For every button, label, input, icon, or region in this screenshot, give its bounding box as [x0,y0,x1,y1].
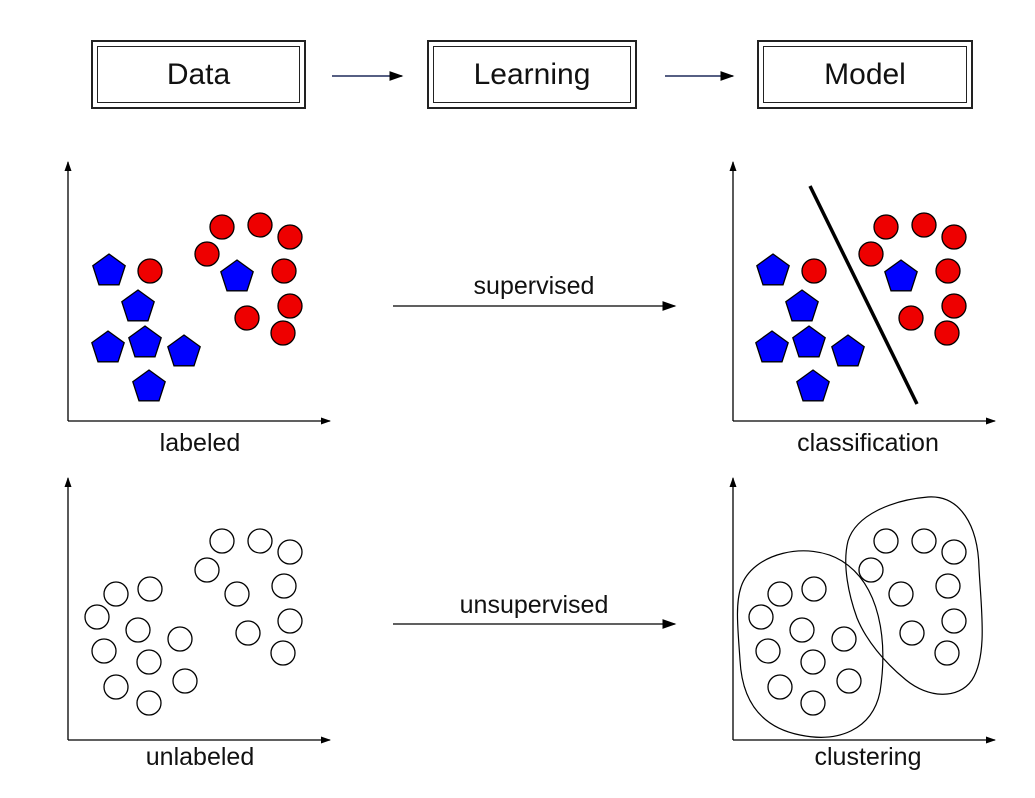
classified-blue-pentagon [755,330,789,363]
clustered-circle [767,674,793,700]
data-step-label: Data [97,46,300,103]
unlabeled-circle [103,581,129,607]
unlabeled-circle [136,690,162,716]
unlabeled-circle [125,617,151,643]
unlabeled-circle [247,528,273,554]
classification-caption: classification [797,429,939,457]
labeled-red-circle [247,212,273,238]
unlabeled-circle [277,608,303,634]
clustered-circle [755,638,781,664]
labeled-red-circle [137,258,163,284]
unlabeled-circle [172,668,198,694]
unlabeled-circle [224,581,250,607]
classified-red-circle [941,293,967,319]
classified-red-circle [935,258,961,284]
labeled-red-circle [194,241,220,267]
labeled-blue-pentagon [132,369,166,402]
unlabeled-circle [209,528,235,554]
clustered-circle [800,690,826,716]
labeled-blue-pentagon [128,325,162,358]
classified-blue-pentagon [792,325,826,358]
unlabeled-caption: unlabeled [145,743,255,771]
clustered-circle [748,604,774,630]
unlabeled-circle [167,626,193,652]
labeled-axes [64,161,331,425]
clustered-circle [831,626,857,652]
classified-red-circle [858,241,884,267]
unlabeled-circle [84,604,110,630]
learning-step-box: Learning [427,40,637,109]
classified-blue-pentagon [831,334,865,367]
classified-blue-pentagon [796,369,830,402]
labeled-blue-pentagon [92,253,126,286]
clustered-circle [873,528,899,554]
clustering-caption: clustering [814,743,922,771]
unlabeled-circle [137,576,163,602]
unlabeled-circle [91,638,117,664]
classified-red-circle [801,258,827,284]
clustered-circle [934,640,960,666]
labeled-blue-pentagon [121,289,155,322]
classified-blue-pentagon [756,253,790,286]
clustered-circle [899,620,925,646]
labeled-red-circle [234,305,260,331]
clustered-circle [858,557,884,583]
unlabeled-circle [103,674,129,700]
clustered-circle [836,668,862,694]
unsupervised-label: unsupervised [459,591,609,619]
classified-blue-pentagon [884,259,918,292]
clustered-circle [911,528,937,554]
labeled-blue-pentagon [167,334,201,367]
model-step-label: Model [763,46,967,103]
learning-step-label: Learning [433,46,631,103]
data-step-box: Data [91,40,306,109]
clustered-circle [800,649,826,675]
model-step-box: Model [757,40,973,109]
classified-red-circle [898,305,924,331]
unlabeled-circle [271,573,297,599]
clustered-circle [767,581,793,607]
clustered-circle [941,608,967,634]
clustering-axes [729,477,996,744]
unlabeled-circle [277,539,303,565]
classified-red-circle [873,214,899,240]
unlabeled-circle [136,649,162,675]
labeled-red-circle [277,293,303,319]
unlabeled-axes [64,477,331,744]
classification-axes [729,161,996,425]
unlabeled-circle [194,557,220,583]
clustered-circle [801,576,827,602]
labeled-caption: labeled [159,429,241,457]
classified-red-circle [941,224,967,250]
labeled-blue-pentagon [220,259,254,292]
classified-blue-pentagon [785,289,819,322]
classified-red-circle [911,212,937,238]
unlabeled-circle [270,640,296,666]
clustered-circle [941,539,967,565]
unlabeled-circle [235,620,261,646]
clustered-circle [888,581,914,607]
labeled-red-circle [270,320,296,346]
classified-red-circle [934,320,960,346]
labeled-red-circle [277,224,303,250]
decision-boundary [808,185,919,405]
labeled-red-circle [271,258,297,284]
cluster-outline-right [845,496,983,695]
labeled-red-circle [209,214,235,240]
labeled-blue-pentagon [91,330,125,363]
clustered-circle [935,573,961,599]
supervised-label: supervised [473,272,595,300]
cluster-outline-left [736,550,884,738]
clustered-circle [789,617,815,643]
